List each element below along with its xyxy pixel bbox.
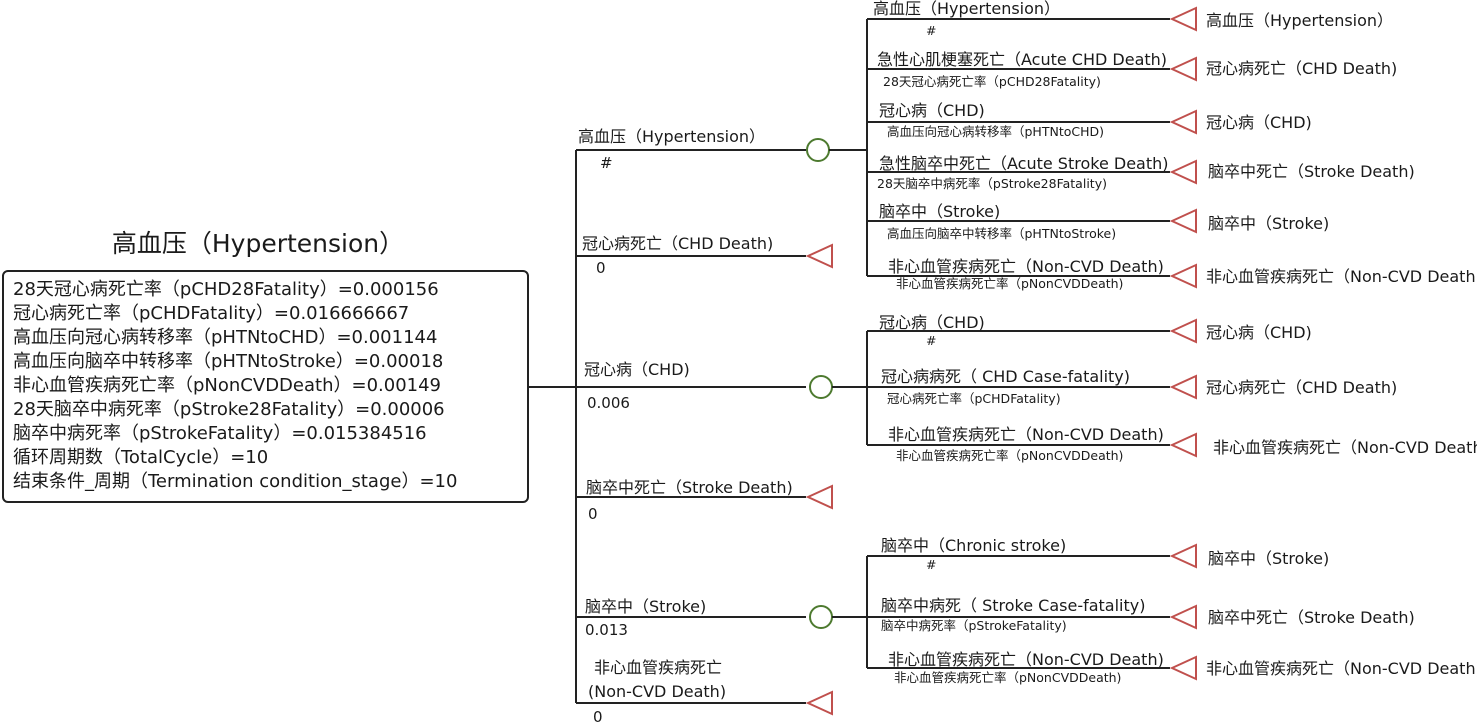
subtree-chd: 冠心病（CHD) # 冠心病病死（ CHD Case-fatality) 冠心病… — [832, 313, 1477, 463]
chance-node-chd — [809, 375, 833, 399]
param-line: 结束条件_周期（Termination condition_stage）=10 — [13, 471, 457, 492]
terminal-label: 非心血管疾病死亡（Non-CVD Death) — [1206, 659, 1477, 678]
branch-value: 0.013 — [585, 621, 628, 639]
branch-label: 高血压（Hypertension） — [873, 0, 1060, 18]
terminal-label: 非心血管疾病死亡（Non-CVD Death) — [1206, 267, 1477, 286]
branch-label: 冠心病死亡（CHD Death) — [582, 234, 773, 253]
branch-non-cvd-death: 非心血管疾病死亡 (Non-CVD Death) 0 — [588, 658, 726, 724]
branch-probability: 非心血管疾病死亡率（pNonCVDDeath) — [894, 670, 1121, 685]
param-line: 高血压向冠心病转移率（pHTNtoCHD）=0.001144 — [13, 327, 437, 348]
param-line: 循环周期数（TotalCycle）=10 — [13, 447, 268, 468]
terminal-label: 脑卒中（Stroke) — [1208, 214, 1329, 233]
branch-probability: 非心血管疾病死亡率（pNonCVDDeath) — [896, 448, 1123, 463]
model-title: 高血压（Hypertension） — [112, 229, 404, 258]
terminal-label: 冠心病（CHD) — [1206, 113, 1312, 132]
terminal-label: 脑卒中死亡（Stroke Death) — [1208, 162, 1415, 181]
branch-label: (Non-CVD Death) — [588, 682, 726, 701]
terminal-label: 脑卒中死亡（Stroke Death) — [1208, 608, 1415, 627]
branch-label: 非心血管疾病死亡（Non-CVD Death) — [888, 257, 1164, 276]
branch-label: 冠心病病死（ CHD Case-fatality) — [881, 367, 1130, 386]
branch-probability: 非心血管疾病死亡率（pNonCVDDeath) — [896, 276, 1123, 291]
terminal-node — [1169, 6, 1197, 32]
branch-value: 0 — [596, 259, 606, 277]
branch-value: 0.006 — [587, 394, 630, 412]
branch-label: 急性脑卒中死亡（Acute Stroke Death) — [879, 154, 1169, 173]
branch-probability: 28天脑卒中病死率（pStroke28Fatality) — [877, 176, 1107, 191]
param-line: 28天冠心病死亡率（pCHD28Fatality）=0.000156 — [13, 279, 439, 300]
branch-label: 脑卒中（Stroke) — [879, 202, 1000, 221]
branch-probability: # — [926, 333, 936, 348]
branch-label: 脑卒中病死（ Stroke Case-fatality) — [881, 596, 1145, 615]
branch-value: 0 — [588, 505, 598, 523]
branch-probability: 28天冠心病死亡率（pCHD28Fatality) — [883, 74, 1101, 89]
branch-probability: 脑卒中病死率（pStrokeFatality) — [881, 618, 1067, 633]
branch-probability: # — [926, 557, 936, 572]
terminal-label: 冠心病死亡（CHD Death) — [1206, 378, 1397, 397]
terminal-node — [1169, 159, 1197, 185]
level1-connectors — [528, 149, 806, 704]
branch-probability: 高血压向冠心病转移率（pHTNtoCHD) — [887, 124, 1104, 139]
param-line: 高血压向脑卒中转移率（pHTNtoStroke）=0.00018 — [13, 351, 443, 372]
terminal-node — [1169, 655, 1197, 681]
terminal-node — [1169, 208, 1197, 234]
terminal-label: 脑卒中（Stroke) — [1208, 549, 1329, 568]
terminal-node — [1169, 263, 1197, 289]
terminal-label: 高血压（Hypertension） — [1206, 11, 1393, 30]
terminal-node — [1169, 543, 1197, 569]
branch-label: 非心血管疾病死亡 — [594, 658, 722, 677]
branch-label: 冠心病（CHD) — [584, 360, 690, 379]
branch-label: 冠心病（CHD) — [879, 313, 985, 332]
branch-value: 0 — [593, 708, 603, 724]
branch-probability: # — [926, 23, 936, 38]
param-line: 非心血管疾病死亡率（pNonCVDDeath）=0.00149 — [13, 375, 441, 396]
subtree-stroke: 脑卒中（Chronic stroke) # 脑卒中病死（ Stroke Case… — [832, 536, 1477, 685]
branch-value: # — [600, 154, 613, 172]
branch-stroke: 脑卒中（Stroke) 0.013 — [585, 597, 706, 639]
terminal-label: 冠心病（CHD) — [1206, 323, 1312, 342]
terminal-node — [1169, 604, 1197, 630]
branch-chd: 冠心病（CHD) 0.006 — [584, 360, 690, 412]
terminal-node-chd-death — [805, 243, 833, 269]
branch-label: 高血压（Hypertension） — [578, 127, 765, 146]
terminal-node-non-cvd-death — [805, 690, 833, 716]
terminal-label: 冠心病死亡（CHD Death) — [1206, 59, 1397, 78]
terminal-node-stroke-death — [805, 484, 833, 510]
branch-chd-death: 冠心病死亡（CHD Death) 0 — [582, 234, 773, 277]
chance-node-hypertension — [806, 138, 830, 162]
terminal-node — [1169, 318, 1197, 344]
param-line: 冠心病死亡率（pCHDFatality）=0.016666667 — [13, 303, 409, 324]
branch-label: 非心血管疾病死亡（Non-CVD Death) — [888, 425, 1164, 444]
chance-node-stroke — [809, 605, 833, 629]
branch-probability: 冠心病死亡率（pCHDFatality) — [887, 391, 1061, 406]
branch-stroke-death: 脑卒中死亡（Stroke Death) 0 — [586, 478, 793, 523]
branch-label: 急性心肌梗塞死亡（Acute CHD Death) — [877, 50, 1167, 69]
terminal-node — [1169, 56, 1197, 82]
branch-label: 非心血管疾病死亡（Non-CVD Death) — [888, 650, 1164, 669]
branch-hypertension: 高血压（Hypertension） # — [578, 127, 765, 172]
branch-label: 脑卒中死亡（Stroke Death) — [586, 478, 793, 497]
model-parameter-list: 28天冠心病死亡率（pCHD28Fatality）=0.000156 冠心病死亡… — [13, 279, 457, 492]
terminal-node — [1169, 109, 1197, 135]
terminal-node — [1169, 374, 1197, 400]
branch-label: 脑卒中（Stroke) — [585, 597, 706, 616]
terminal-label: 非心血管疾病死亡（Non-CVD Death) — [1213, 438, 1477, 457]
param-line: 脑卒中病死率（pStrokeFatality）=0.015384516 — [13, 423, 427, 444]
param-line: 28天脑卒中病死率（pStroke28Fatality）=0.00006 — [13, 399, 445, 420]
branch-label: 脑卒中（Chronic stroke) — [881, 536, 1066, 555]
branch-probability: 高血压向脑卒中转移率（pHTNtoStroke) — [887, 226, 1116, 241]
subtree-hypertension: 高血压（Hypertension） # 急性心肌梗塞死亡（Acute CHD D… — [829, 0, 1477, 291]
terminal-node — [1169, 432, 1197, 458]
branch-label: 冠心病（CHD) — [879, 101, 985, 120]
